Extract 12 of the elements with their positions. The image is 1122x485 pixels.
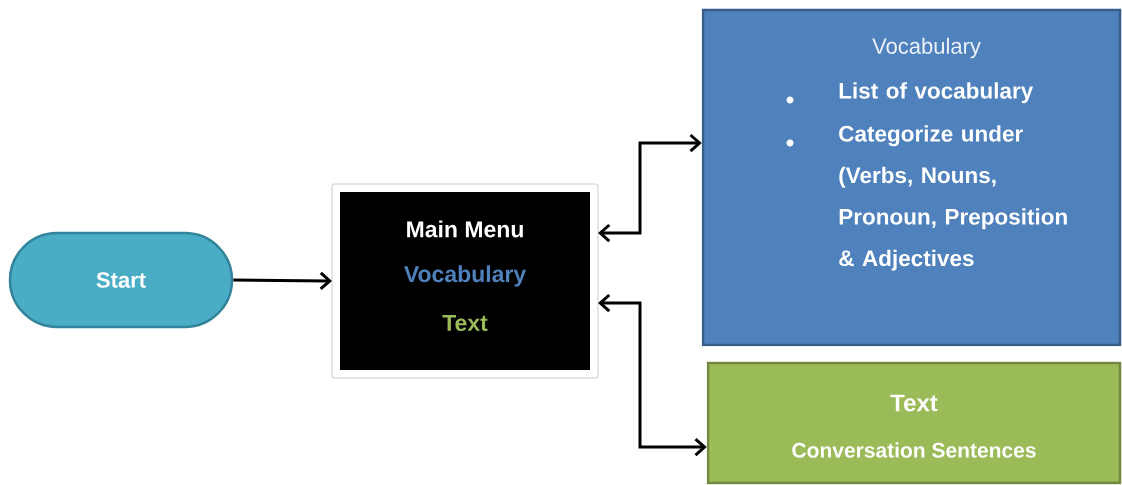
- box-text: Conversation Sentences: [792, 442, 1036, 458]
- menu-item: Text: [442, 315, 488, 331]
- list-item: List of vocabulary: [839, 82, 1034, 104]
- box-heading: Text: [890, 394, 938, 412]
- arrow: [598, 293, 707, 457]
- start-terminal: Start: [8, 231, 234, 329]
- menu-item: Vocabulary: [404, 265, 527, 287]
- box-heading: Vocabulary: [872, 37, 981, 59]
- list-item: Categorize under (Verbs, Nouns, Pronoun, Preposition & Adjectives: [839, 125, 1067, 271]
- arrow: [598, 133, 702, 243]
- arrow: [233, 271, 332, 290]
- menu-title: Main Menu: [407, 220, 523, 238]
